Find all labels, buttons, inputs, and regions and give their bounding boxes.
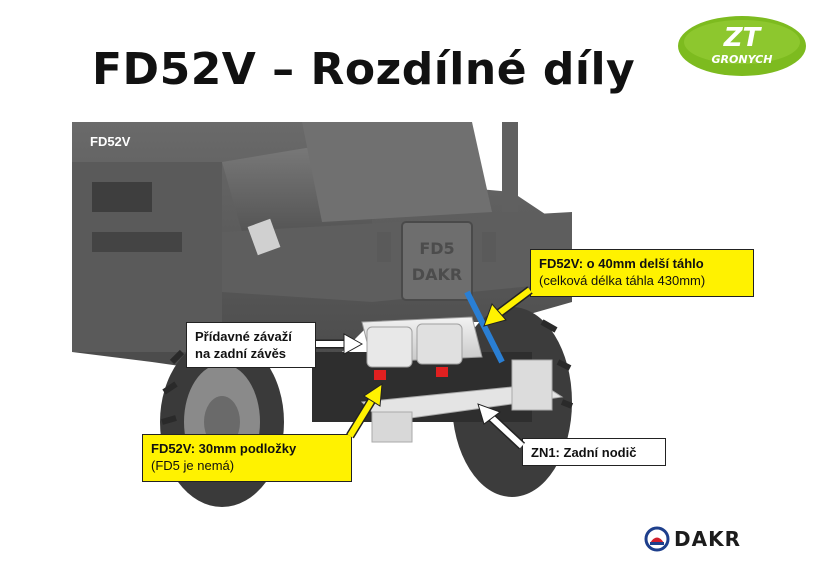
callout-pads: FD52V: 30mm podložky (FD5 je nemá) [142, 434, 352, 482]
blue-rod [464, 290, 505, 364]
callout-weight-line2: na zadní závěs [195, 346, 287, 361]
zt-gronych-logo: ZT GRONYCH [678, 16, 806, 76]
plate-top-text: FD5 [419, 239, 454, 258]
callout-hitch: ZN1: Zadní nodič [522, 438, 666, 466]
logo-gronych-text: GRONYCH [712, 53, 773, 66]
callout-hitch-line1: ZN1: Zadní nodič [531, 445, 637, 460]
callout-weight-line1: Přídavné závaží [195, 329, 292, 344]
red-pad-left [374, 370, 386, 380]
rear-plate [401, 221, 473, 301]
dakr-brand-text: DAKR [674, 527, 741, 551]
callout-pads-line1: FD52V: 30mm podložky [151, 441, 297, 456]
callout-weight: Přídavné závaží na zadní závěs [186, 322, 316, 368]
slide-title: FD52V – Rozdílné díly [92, 44, 636, 95]
callout-rod-line1: FD52V: o 40mm delší táhlo [539, 256, 704, 271]
callout-rod: FD52V: o 40mm delší táhlo (celková délka… [530, 249, 754, 297]
callout-pads-line2: (FD5 je nemá) [151, 458, 235, 473]
photo-label: FD52V [90, 134, 131, 149]
callout-rod-line2: (celková délka táhla 430mm) [539, 273, 706, 288]
dakr-logo: DAKR [644, 524, 741, 554]
logo-zt-text: ZT [723, 23, 763, 53]
plate-bottom-text: DAKR [412, 265, 462, 284]
dakr-emblem-icon [644, 526, 670, 552]
red-pad-right [436, 367, 448, 377]
